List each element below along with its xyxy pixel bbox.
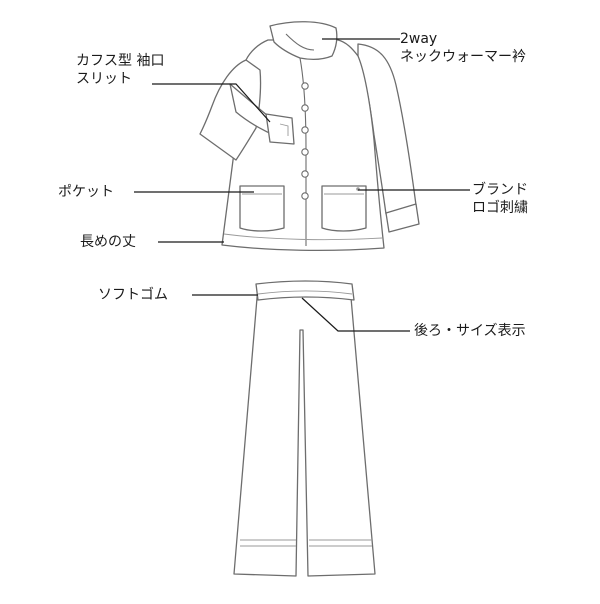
pants-body — [233, 282, 376, 577]
placket-line — [299, 57, 307, 246]
jacket-right-cuff — [385, 203, 420, 233]
label-cuff-slit: カフス型 袖口 スリット — [76, 52, 164, 88]
button-icon — [301, 148, 309, 156]
button-icon — [301, 126, 309, 134]
label-neck-line2: ネックウォーマー衿 — [400, 49, 526, 65]
label-neck-line1: 2way — [400, 31, 438, 47]
label-back-size: 後ろ・サイズ表示 — [414, 322, 526, 340]
label-brand-line1: ブランド — [472, 182, 528, 198]
label-pocket: ポケット — [58, 183, 114, 201]
pants-waistband — [255, 280, 355, 301]
label-rubber-line1: ソフトゴム — [98, 287, 168, 303]
hem-stitch — [223, 233, 383, 241]
leader-size — [301, 297, 410, 332]
label-soft-rubber: ソフトゴム — [98, 286, 168, 304]
collar-fold — [285, 33, 315, 51]
leader-cuff — [152, 83, 271, 123]
jacket-left-cuff — [265, 113, 295, 145]
right-pocket — [321, 185, 367, 232]
pants — [233, 280, 376, 577]
label-brand-logo: ブランド ロゴ刺繍 — [472, 181, 528, 217]
label-size-line1: 後ろ・サイズ表示 — [414, 323, 526, 339]
left-pocket — [239, 185, 285, 232]
label-cuff-line2: スリット — [76, 71, 132, 87]
button-icon — [301, 82, 309, 90]
waistband-stitch — [257, 290, 353, 295]
label-brand-line2: ロゴ刺繍 — [472, 200, 528, 216]
label-cuff-line1: カフス型 袖口 — [76, 53, 165, 69]
button-icon — [301, 192, 309, 200]
leader-lines — [134, 38, 470, 332]
label-long-length: 長めの丈 — [80, 233, 136, 251]
label-pocket-line1: ポケット — [58, 184, 114, 200]
label-length-line1: 長めの丈 — [80, 234, 136, 250]
cuff-slit-line — [279, 123, 289, 136]
jacket — [199, 21, 420, 252]
button-icon — [301, 104, 309, 112]
label-neck-warmer-collar: 2way ネックウォーマー衿 — [400, 30, 526, 66]
jacket-collar — [269, 21, 338, 60]
button-icon — [301, 170, 309, 178]
